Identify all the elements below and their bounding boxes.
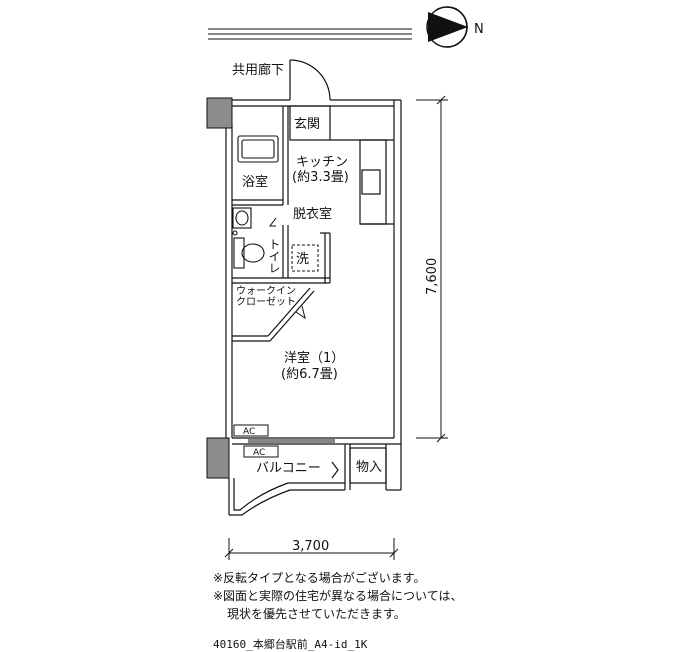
washer-label: 洗 — [296, 252, 309, 267]
bath-label: 浴室 — [242, 174, 268, 190]
width-label: 3,700 — [292, 539, 329, 554]
partitions — [232, 106, 394, 342]
north-label: N — [474, 22, 484, 37]
columns — [206, 97, 233, 479]
depth-dimension — [416, 95, 448, 443]
toilet-label: トイレ — [267, 238, 281, 274]
ac-units — [233, 424, 279, 458]
storage-label: 物入 — [356, 460, 382, 475]
kitchen-label-2: (約3.3畳) — [292, 170, 349, 185]
kitchen-label-1: キッチン — [296, 155, 348, 170]
walls — [225, 99, 402, 445]
closet-door-icon — [295, 305, 306, 320]
toilet-door-icon — [269, 217, 277, 227]
balcony-window — [248, 439, 335, 443]
corridor-lines — [208, 28, 412, 40]
toilet-icon — [232, 230, 265, 269]
ac-label-upper: AC — [243, 427, 255, 437]
compass-icon — [426, 6, 468, 48]
width-dimension — [224, 538, 399, 560]
closet-label-2: クローゼット — [236, 296, 296, 308]
entrance-label: 玄関 — [294, 117, 320, 132]
western-room-label-1: 洋室（1） — [284, 350, 344, 366]
ac-label-lower: AC — [253, 448, 265, 458]
depth-label: 7,600 — [425, 258, 440, 295]
note-line-3: 現状を優先させていただきます。 — [227, 607, 406, 621]
corridor-label: 共用廊下 — [232, 62, 284, 78]
washer-box — [291, 244, 319, 272]
western-room-label-2: (約6.7畳) — [281, 367, 338, 382]
note-line-2: ※図面と実際の住宅が異なる場合については、 — [213, 589, 463, 603]
entrance-door — [289, 59, 331, 107]
balcony-label: バルコニー — [256, 461, 321, 476]
sink-icon — [232, 207, 252, 229]
bathtub-icon — [237, 135, 279, 163]
entrance-area — [289, 105, 331, 141]
note-line-1: ※反転タイプとなる場合がございます。 — [213, 571, 426, 585]
closet-label-1: ウォークイン — [236, 285, 296, 297]
balcony — [228, 444, 402, 516]
file-id: 40160_本郷台駅前_A4-id_1K — [213, 638, 368, 651]
dressing-label: 脱衣室 — [293, 206, 332, 222]
